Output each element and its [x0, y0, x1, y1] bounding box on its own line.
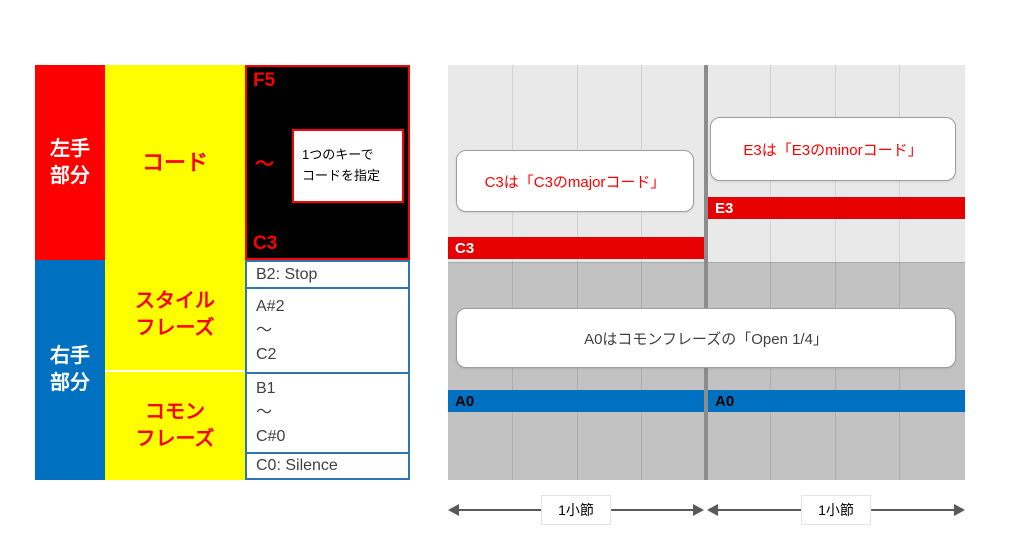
measure2-length-label: 1小節: [801, 495, 871, 525]
common-phrase-range-cell: B1 〜 C#0: [245, 372, 410, 454]
beat-gridline: [641, 65, 642, 480]
note-e3-label: E3: [715, 199, 734, 217]
common-phrase-label: コモン フレーズ: [135, 401, 215, 450]
common-phrase-silence-cell: C0: Silence: [245, 452, 410, 480]
c3-chord-callout: C3は「C3のmajorコード」: [456, 150, 694, 212]
right-hand-label: 右手 部分: [50, 345, 90, 394]
style-phrase-cell: スタイル フレーズ: [105, 260, 245, 372]
note-a0-bar-measure2: A0: [708, 390, 965, 412]
style-phrase-range-text: A#2 〜 C2: [256, 297, 285, 363]
beat-gridline: [512, 65, 513, 480]
arrow-right-icon: [693, 504, 704, 516]
chord-range-bottom: C3: [253, 233, 278, 254]
left-hand-label: 左手 部分: [50, 137, 90, 187]
chord-range-cell: F5 〜 C3 1つのキーで コードを指定: [245, 65, 410, 260]
chord-category-label: コード: [141, 149, 208, 175]
note-a0-label-measure1: A0: [455, 392, 475, 410]
measure1-length-arrow: 1小節: [448, 495, 704, 525]
measure2-length-arrow: 1小節: [707, 495, 965, 525]
common-phrase-cell: コモン フレーズ: [105, 372, 245, 480]
beat-gridline: [899, 65, 900, 480]
note-a0-bar-measure1: A0: [448, 390, 704, 412]
style-phrase-label: スタイル フレーズ: [135, 290, 215, 339]
left-hand-cell: 左手 部分: [35, 65, 105, 260]
arrow-left-icon: [448, 504, 459, 516]
chord-key-callout-text: 1つのキーで コードを指定: [302, 147, 381, 183]
common-phrase-range-text: B1 〜 C#0: [256, 380, 286, 445]
e3-chord-callout-text: E3は「E3のminorコード」: [743, 141, 923, 159]
note-e3-bar: E3: [708, 197, 965, 219]
measure1-length-label: 1小節: [541, 495, 611, 525]
a0-phrase-callout: A0はコモンフレーズの「Open 1/4」: [456, 308, 956, 368]
beat-gridline: [577, 65, 578, 480]
style-phrase-stop-text: B2: Stop: [256, 265, 318, 283]
chord-range-tilde: 〜: [255, 154, 275, 175]
beat-gridline: [770, 65, 771, 480]
common-phrase-silence-text: C0: Silence: [256, 457, 338, 474]
arrow-left-icon: [707, 504, 718, 516]
c3-chord-callout-text: C3は「C3のmajorコード」: [484, 173, 666, 191]
note-c3-label: C3: [455, 239, 475, 257]
e3-chord-callout: E3は「E3のminorコード」: [710, 117, 956, 181]
beat-gridline: [835, 65, 836, 480]
chord-range-top: F5: [253, 70, 276, 91]
note-a0-label-measure2: A0: [715, 392, 735, 410]
chord-category-cell: コード: [105, 65, 245, 260]
a0-phrase-callout-text: A0はコモンフレーズの「Open 1/4」: [584, 330, 828, 348]
measure-divider: [704, 65, 708, 480]
style-phrase-stop-cell: B2: Stop: [245, 260, 410, 289]
chord-key-callout: 1つのキーで コードを指定: [292, 129, 404, 203]
note-c3-bar: C3: [448, 237, 704, 259]
style-phrase-range-cell: A#2 〜 C2: [245, 287, 410, 374]
arrow-right-icon: [954, 504, 965, 516]
piano-roll: C3 E3 A0 A0 C3は「C3のmajorコード」 E3は「E3のmino…: [448, 65, 965, 480]
right-hand-cell: 右手 部分: [35, 260, 105, 480]
